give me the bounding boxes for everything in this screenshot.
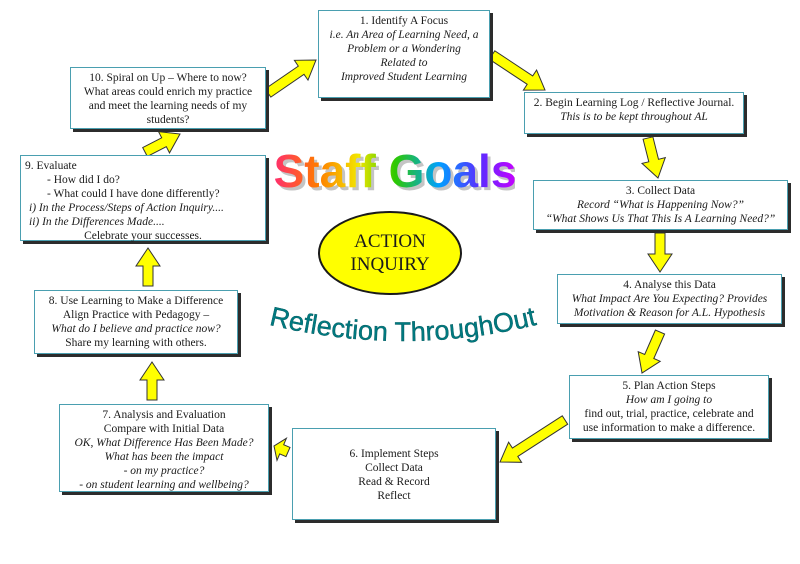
step-10-line-3: and meet the learning needs of my (88, 100, 248, 112)
step-6-line-4: Reflect (377, 490, 411, 502)
step-9-line-5: ii) In the Differences Made.... (29, 216, 165, 228)
step-10-line-2: What areas could enrich my practice (83, 86, 253, 98)
step-9-box: 9. Evaluate - How did I do? - What could… (20, 155, 266, 242)
arrow-1-to-2 (488, 50, 546, 91)
step-7-box: 7. Analysis and Evaluation Compare with … (59, 404, 269, 492)
step-1-line-5: Improved Student Learning (340, 71, 468, 83)
ellipse-line-1: ACTION (354, 231, 426, 252)
svg-text:Reflection ThroughOut: Reflection ThroughOut (267, 301, 539, 347)
step-10-title: 10. Spiral on Up – Where to now? (89, 72, 247, 84)
arrow-4-to-5 (637, 329, 666, 374)
step-3-title: 3. Collect Data (625, 185, 696, 197)
step-1-line-2: i.e. An Area of Learning Need, a (329, 29, 479, 41)
step-6-box: 6. Implement Steps Collect Data Read & R… (292, 428, 496, 520)
arrow-10-to-1 (264, 59, 317, 98)
ellipse-line-2: INQUIRY (350, 254, 430, 275)
step-3-line-3: “What Shows Us That This Is A Learning N… (545, 213, 776, 225)
step-1-title: 1. Identify A Focus (359, 15, 449, 27)
arrow-9-to-10 (142, 130, 181, 158)
arrow-2-to-3 (640, 136, 667, 179)
step-4-line-3: Motivation & Reason for A.L. Hypothesis (573, 307, 766, 319)
step-5-line-2: How am I going to (625, 394, 713, 406)
arrow-7-to-8 (139, 361, 165, 401)
step-7-line-4: What has been the impact (104, 451, 224, 463)
step-6-line-2: Collect Data (365, 462, 423, 474)
step-4-title: 4. Analyse this Data (623, 279, 716, 291)
step-2-box: 2. Begin Learning Log / Reflective Journ… (524, 92, 744, 134)
step-8-line-4: Share my learning with others. (65, 337, 207, 349)
reflection-throughout-text: Reflection ThroughOut (267, 301, 539, 347)
step-1-box: 1. Identify A Focus i.e. An Area of Lear… (318, 10, 490, 98)
step-9-line-6: Celebrate your successes. (84, 230, 202, 242)
step-5-line-4: use information to make a difference. (582, 422, 756, 434)
step-8-box: 8. Use Learning to Make a Difference Ali… (34, 290, 238, 354)
step-3-line-2: Record “What is Happening Now?” (577, 199, 744, 211)
step-7-line-3: OK, What Difference Has Been Made? (74, 437, 254, 449)
arrow-5-to-6 (499, 415, 569, 463)
step-5-box: 5. Plan Action Steps How am I going to f… (569, 375, 769, 439)
step-5-title: 5. Plan Action Steps (622, 380, 716, 392)
step-10-line-4: students? (146, 114, 190, 126)
step-2-line-2: This is to be kept throughout AL (560, 111, 708, 123)
step-6-title: 6. Implement Steps (349, 448, 439, 460)
step-8-title: 8. Use Learning to Make a Difference (48, 295, 224, 307)
step-6-line-3: Read & Record (358, 476, 430, 488)
step-7-line-6: - on student learning and wellbeing? (79, 479, 249, 491)
step-9-title: 9. Evaluate (25, 160, 77, 172)
step-1-line-4: Related to (380, 57, 428, 69)
step-2-title: 2. Begin Learning Log / Reflective Journ… (533, 97, 735, 109)
arrow-3-to-4 (647, 232, 673, 273)
step-8-line-2: Align Practice with Pedagogy – (62, 309, 210, 321)
step-9-line-4: i) In the Process/Steps of Action Inquir… (29, 202, 224, 214)
reflection-label: Reflection ThroughOut (267, 301, 539, 347)
step-1-line-3: Problem or a Wondering (347, 43, 461, 55)
step-7-line-2: Compare with Initial Data (103, 423, 225, 435)
step-7-line-5: - on my practice? (123, 465, 205, 477)
action-inquiry-ellipse: ACTION INQUIRY (318, 211, 462, 295)
arrow-8-to-9 (135, 247, 161, 287)
step-9-line-3: - What could I have done differently? (47, 188, 220, 200)
arrow-6-to-7 (273, 437, 291, 462)
step-8-line-3: What do I believe and practice now? (51, 323, 221, 335)
staff-goals-shadow: Staff Goals (277, 148, 515, 200)
step-4-box: 4. Analyse this Data What Impact Are You… (557, 274, 782, 324)
staff-goals-text: Staff Goals (275, 145, 515, 197)
step-3-box: 3. Collect Data Record “What is Happenin… (533, 180, 788, 230)
staff-goals-title: Staff Goals Staff Goals (275, 145, 515, 200)
step-10-box: 10. Spiral on Up – Where to now? What ar… (70, 67, 266, 129)
step-5-line-3: find out, trial, practice, celebrate and (584, 408, 754, 420)
step-4-line-2: What Impact Are You Expecting? Provides (571, 293, 768, 305)
step-7-title: 7. Analysis and Evaluation (102, 409, 226, 421)
step-9-line-2: - How did I do? (47, 174, 120, 186)
